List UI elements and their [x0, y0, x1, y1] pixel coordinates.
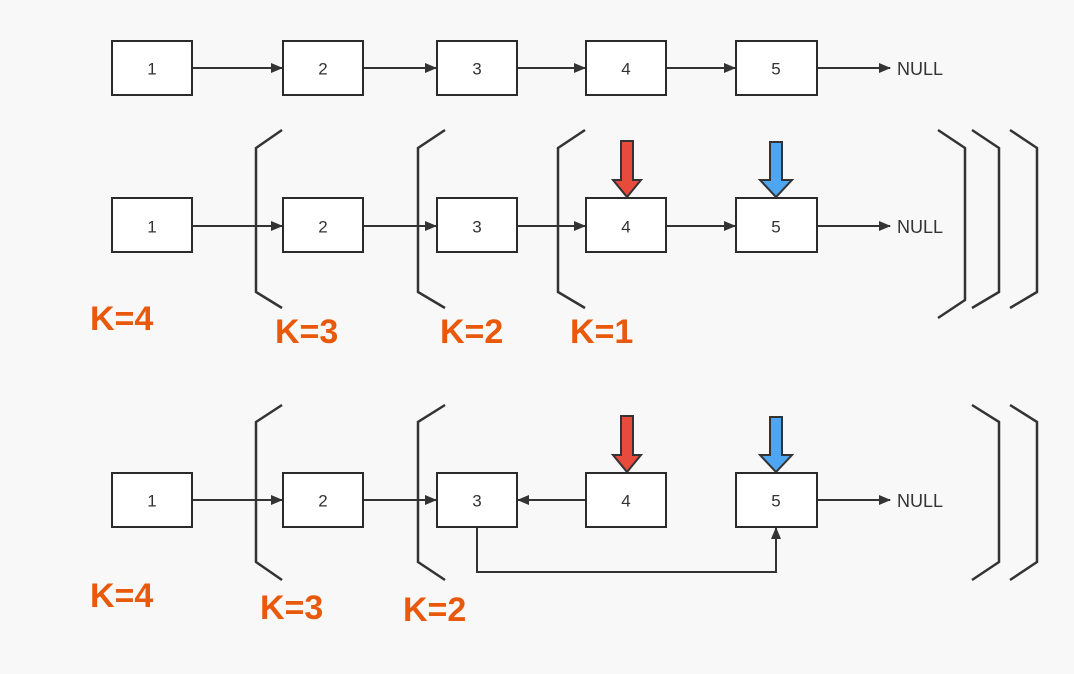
recursion-close-bracket-k2 — [971, 403, 1001, 582]
node-value: 3 — [472, 218, 481, 237]
list-node: 5 — [735, 197, 818, 253]
k-label: K=3 — [275, 313, 338, 351]
node-value: 4 — [621, 60, 630, 79]
recursion-close-bracket-k1 — [937, 128, 967, 320]
list-node: 4 — [585, 197, 667, 253]
blue-pointer-arrow-icon — [757, 141, 795, 199]
k-label: K=4 — [90, 300, 153, 338]
list-node: 2 — [282, 40, 364, 96]
node-value: 4 — [621, 492, 630, 511]
row-1: 1 2 3 4 5 NULL — [111, 40, 943, 96]
k-label: K=2 — [403, 591, 466, 629]
k-label: K=2 — [440, 313, 503, 351]
k-label: K=3 — [260, 589, 323, 627]
node-value: 1 — [147, 218, 156, 237]
list-node: 2 — [282, 197, 364, 253]
recursion-close-bracket-k3 — [1009, 403, 1039, 582]
recursion-open-bracket-k3 — [254, 403, 283, 582]
row-3: 1 2 3 4 5 NULL K=4 K=3 K=2 — [90, 403, 1039, 629]
node-value: 1 — [147, 492, 156, 511]
red-pointer-arrow-icon — [610, 415, 644, 474]
null-label: NULL — [897, 59, 943, 79]
recursion-open-bracket-k2 — [416, 128, 446, 310]
list-node: 3 — [436, 197, 518, 253]
null-label: NULL — [897, 491, 943, 511]
edge-3-5 — [476, 527, 781, 573]
list-node: 5 — [735, 472, 818, 528]
node-value: 5 — [771, 492, 780, 511]
recursion-open-bracket-k3 — [254, 128, 283, 310]
recursion-close-bracket-k3 — [1009, 128, 1039, 310]
recursion-close-bracket-k2 — [971, 128, 1001, 310]
list-node: 1 — [111, 40, 193, 96]
list-node: 4 — [585, 40, 667, 96]
node-value: 3 — [472, 492, 481, 511]
red-pointer-arrow-icon — [610, 140, 644, 199]
list-node: 1 — [111, 472, 193, 528]
recursion-open-bracket-k1 — [556, 128, 586, 310]
node-value: 5 — [771, 60, 780, 79]
k-label: K=1 — [570, 313, 633, 351]
k-label: K=4 — [90, 577, 153, 615]
node-value: 5 — [771, 218, 780, 237]
list-node: 3 — [436, 40, 518, 96]
row-2: 1 2 3 4 5 NULL K=4 K=3 K=2 K=1 — [90, 128, 1039, 351]
node-value: 2 — [318, 60, 327, 79]
node-value: 4 — [621, 218, 630, 237]
list-node: 2 — [282, 472, 364, 528]
node-value: 3 — [472, 60, 481, 79]
node-value: 1 — [147, 60, 156, 79]
recursion-open-bracket-k2 — [416, 403, 446, 582]
blue-pointer-arrow-icon — [757, 416, 795, 474]
list-node: 4 — [585, 472, 667, 528]
null-label: NULL — [897, 217, 943, 237]
list-node: 5 — [735, 40, 818, 96]
list-node: 1 — [111, 197, 193, 253]
list-node: 3 — [436, 472, 518, 528]
node-value: 2 — [318, 218, 327, 237]
node-value: 2 — [318, 492, 327, 511]
